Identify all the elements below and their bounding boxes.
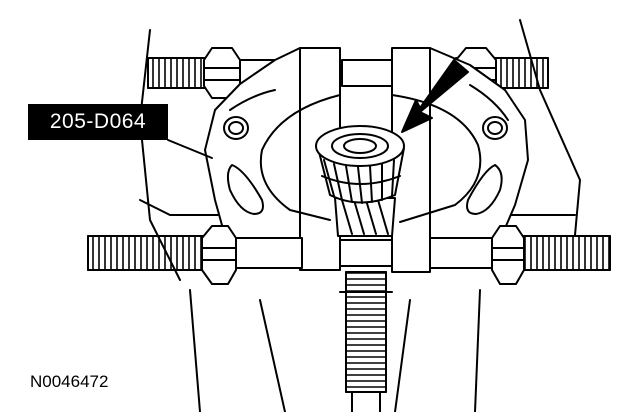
lower-threaded-rod [87,235,611,271]
pointer-arrow-icon [401,59,469,133]
lower-right-nut [491,225,525,285]
upper-left-nut [203,47,241,99]
figure-id: N0046472 [30,372,109,391]
callout-leader-line [167,139,213,159]
output-shaft [339,271,393,412]
tool-number-callout: 205-D064 [28,104,168,140]
tapered-roller-bearing [315,125,405,204]
lower-left-nut [201,225,237,285]
helical-gear [334,197,396,237]
